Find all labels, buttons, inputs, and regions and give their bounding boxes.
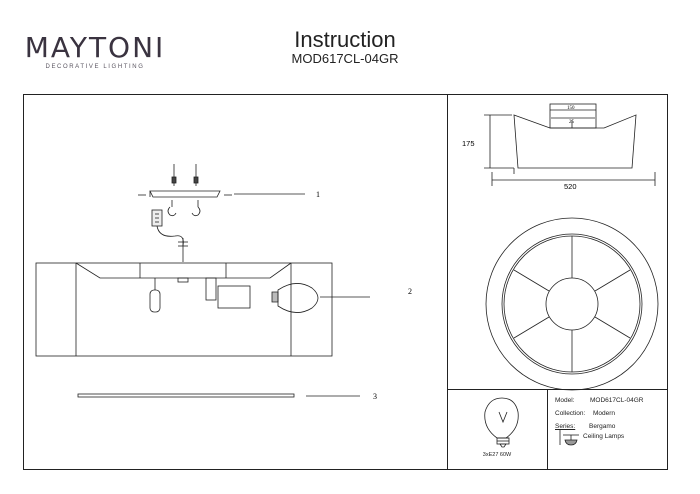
callout-number-1: 1 — [316, 190, 320, 199]
mounting-bracket-assembly — [138, 164, 232, 262]
model-code-heading: MOD617CL-04GR — [291, 51, 399, 66]
sheet-divider-horizontal — [447, 389, 668, 390]
brand-name: MAYTONI — [24, 31, 166, 64]
model-label: Model: — [555, 397, 575, 404]
bulb-spec: 3xE27 60W — [482, 452, 512, 458]
sheet-divider-vertical — [447, 94, 448, 470]
brand-tagline: DECORATIVE LIGHTING — [45, 64, 145, 70]
callout-number-3: 3 — [373, 392, 377, 401]
title-block: Instruction MOD617CL-04GR — [270, 28, 420, 66]
callout-number-2: 2 — [408, 287, 412, 296]
plan-view-drawing — [485, 217, 659, 391]
dimension-top-depth: 25 — [569, 120, 575, 125]
collection-label: Collection: — [555, 410, 586, 417]
model-value: MOD617CL-04GR — [590, 397, 644, 404]
series-value: Bergamo — [589, 423, 616, 430]
bulb-icon — [484, 397, 519, 448]
page-title: Instruction — [294, 27, 396, 52]
diffuser-plate — [77, 393, 360, 398]
side-elevation-drawing — [484, 103, 656, 186]
brand-logo: MAYTONI DECORATIVE LIGHTING — [20, 31, 170, 71]
dimension-height: 175 — [462, 139, 475, 148]
type-value: Ceiling Lamps — [583, 433, 625, 440]
info-divider-vertical — [547, 389, 548, 470]
collection-value: Modern — [593, 410, 616, 417]
series-label: Series: — [555, 423, 576, 430]
lamp-body-side-view — [35, 262, 370, 357]
ceiling-lamp-icon — [559, 430, 579, 446]
dimension-top-width: 150 — [567, 106, 575, 111]
drawing-sheet-frame — [23, 94, 668, 470]
dimension-width: 520 — [564, 182, 577, 191]
